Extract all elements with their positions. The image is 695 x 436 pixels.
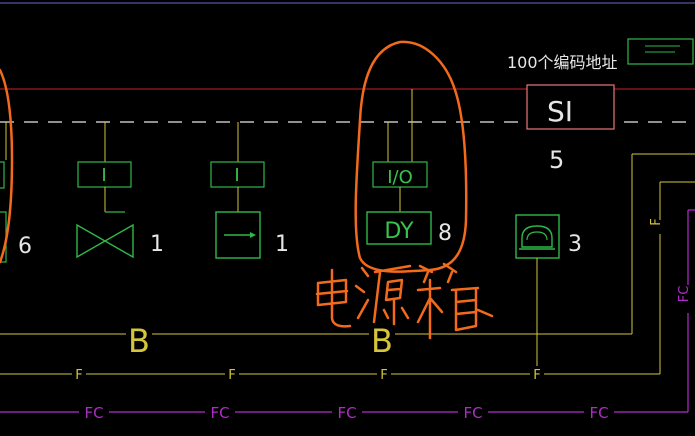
fc-label-4: FC (463, 404, 482, 422)
f-label-3: F (380, 368, 387, 383)
power-supply-device[interactable] (366, 89, 432, 245)
address-note: 100个编码地址 (507, 53, 618, 72)
legend-icon[interactable] (627, 38, 694, 65)
handwritten-annotation (315, 262, 494, 340)
si-count: 5 (549, 146, 564, 174)
fc-label-vertical: FC (677, 286, 692, 303)
b-label-right: B (371, 322, 393, 360)
fc-label-5: FC (589, 404, 608, 422)
dy-box (366, 211, 432, 245)
si-panel[interactable]: SI (526, 84, 615, 130)
b-label-left: B (128, 322, 150, 360)
valve-device[interactable] (76, 122, 134, 259)
io-module-label: I/O (387, 167, 413, 188)
switch-device[interactable] (210, 122, 265, 259)
f-label-vertical: F (649, 218, 664, 225)
arrow-switch-icon (224, 232, 256, 238)
si-label: SI (547, 95, 573, 128)
fc-label-1: FC (84, 404, 103, 422)
f-label-1: F (75, 368, 82, 383)
alarm-bell-icon (519, 225, 555, 250)
alarm-device[interactable] (515, 214, 560, 374)
alarm-count: 3 (568, 232, 582, 257)
valve-module-label: I (101, 165, 106, 186)
power-supply-count: 8 (438, 221, 452, 246)
left-partial-count: 6 (18, 234, 32, 259)
valve-count: 1 (150, 232, 164, 257)
orange-highlight-left (0, 68, 14, 264)
valve-icon (76, 223, 134, 259)
f-label-2: F (228, 368, 235, 383)
dy-label: DY (384, 219, 414, 244)
switch-module-label: I (234, 165, 239, 186)
fc-label-2: FC (210, 404, 229, 422)
fc-label-3: FC (337, 404, 356, 422)
switch-count: 1 (275, 232, 289, 257)
f-label-4: F (533, 368, 540, 383)
